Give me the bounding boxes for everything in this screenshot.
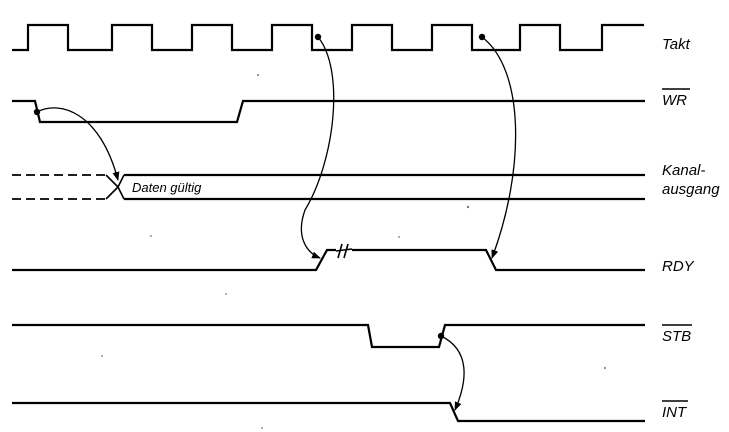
kanal-label-line2: ausgang xyxy=(662,181,720,198)
rdy-waveform-high xyxy=(352,248,645,272)
rdy-waveform xyxy=(12,248,336,272)
arrow-clock-to-rdy-rise xyxy=(300,36,335,259)
scan-speck xyxy=(257,74,259,76)
kanal-transition-lower xyxy=(105,185,125,200)
kanal-transition-upper xyxy=(105,174,125,189)
wr-waveform xyxy=(12,99,645,124)
kanal-label-line1: Kanal- xyxy=(662,162,705,179)
scan-speck xyxy=(261,427,263,429)
arrow-clock-to-rdy-fall xyxy=(481,36,517,259)
wr-label: WR xyxy=(662,92,687,109)
scan-speck xyxy=(150,235,152,237)
takt-waveform xyxy=(12,23,644,52)
takt-label: Takt xyxy=(662,36,691,53)
int-label: INT xyxy=(662,404,688,421)
rdy-label: RDY xyxy=(662,258,695,275)
scan-speck xyxy=(225,293,227,295)
rdy-break-mark xyxy=(335,243,353,259)
stb-waveform xyxy=(12,323,645,349)
arrow-stb-to-int xyxy=(440,335,465,411)
arrow-wr-to-data xyxy=(36,107,120,181)
int-waveform xyxy=(12,401,645,423)
scan-speck xyxy=(101,355,103,357)
scan-speck xyxy=(398,236,400,238)
data-valid-label: Daten gültig xyxy=(132,180,202,195)
scan-speck xyxy=(604,367,606,369)
scan-speck xyxy=(466,205,470,209)
stb-label: STB xyxy=(662,328,691,345)
